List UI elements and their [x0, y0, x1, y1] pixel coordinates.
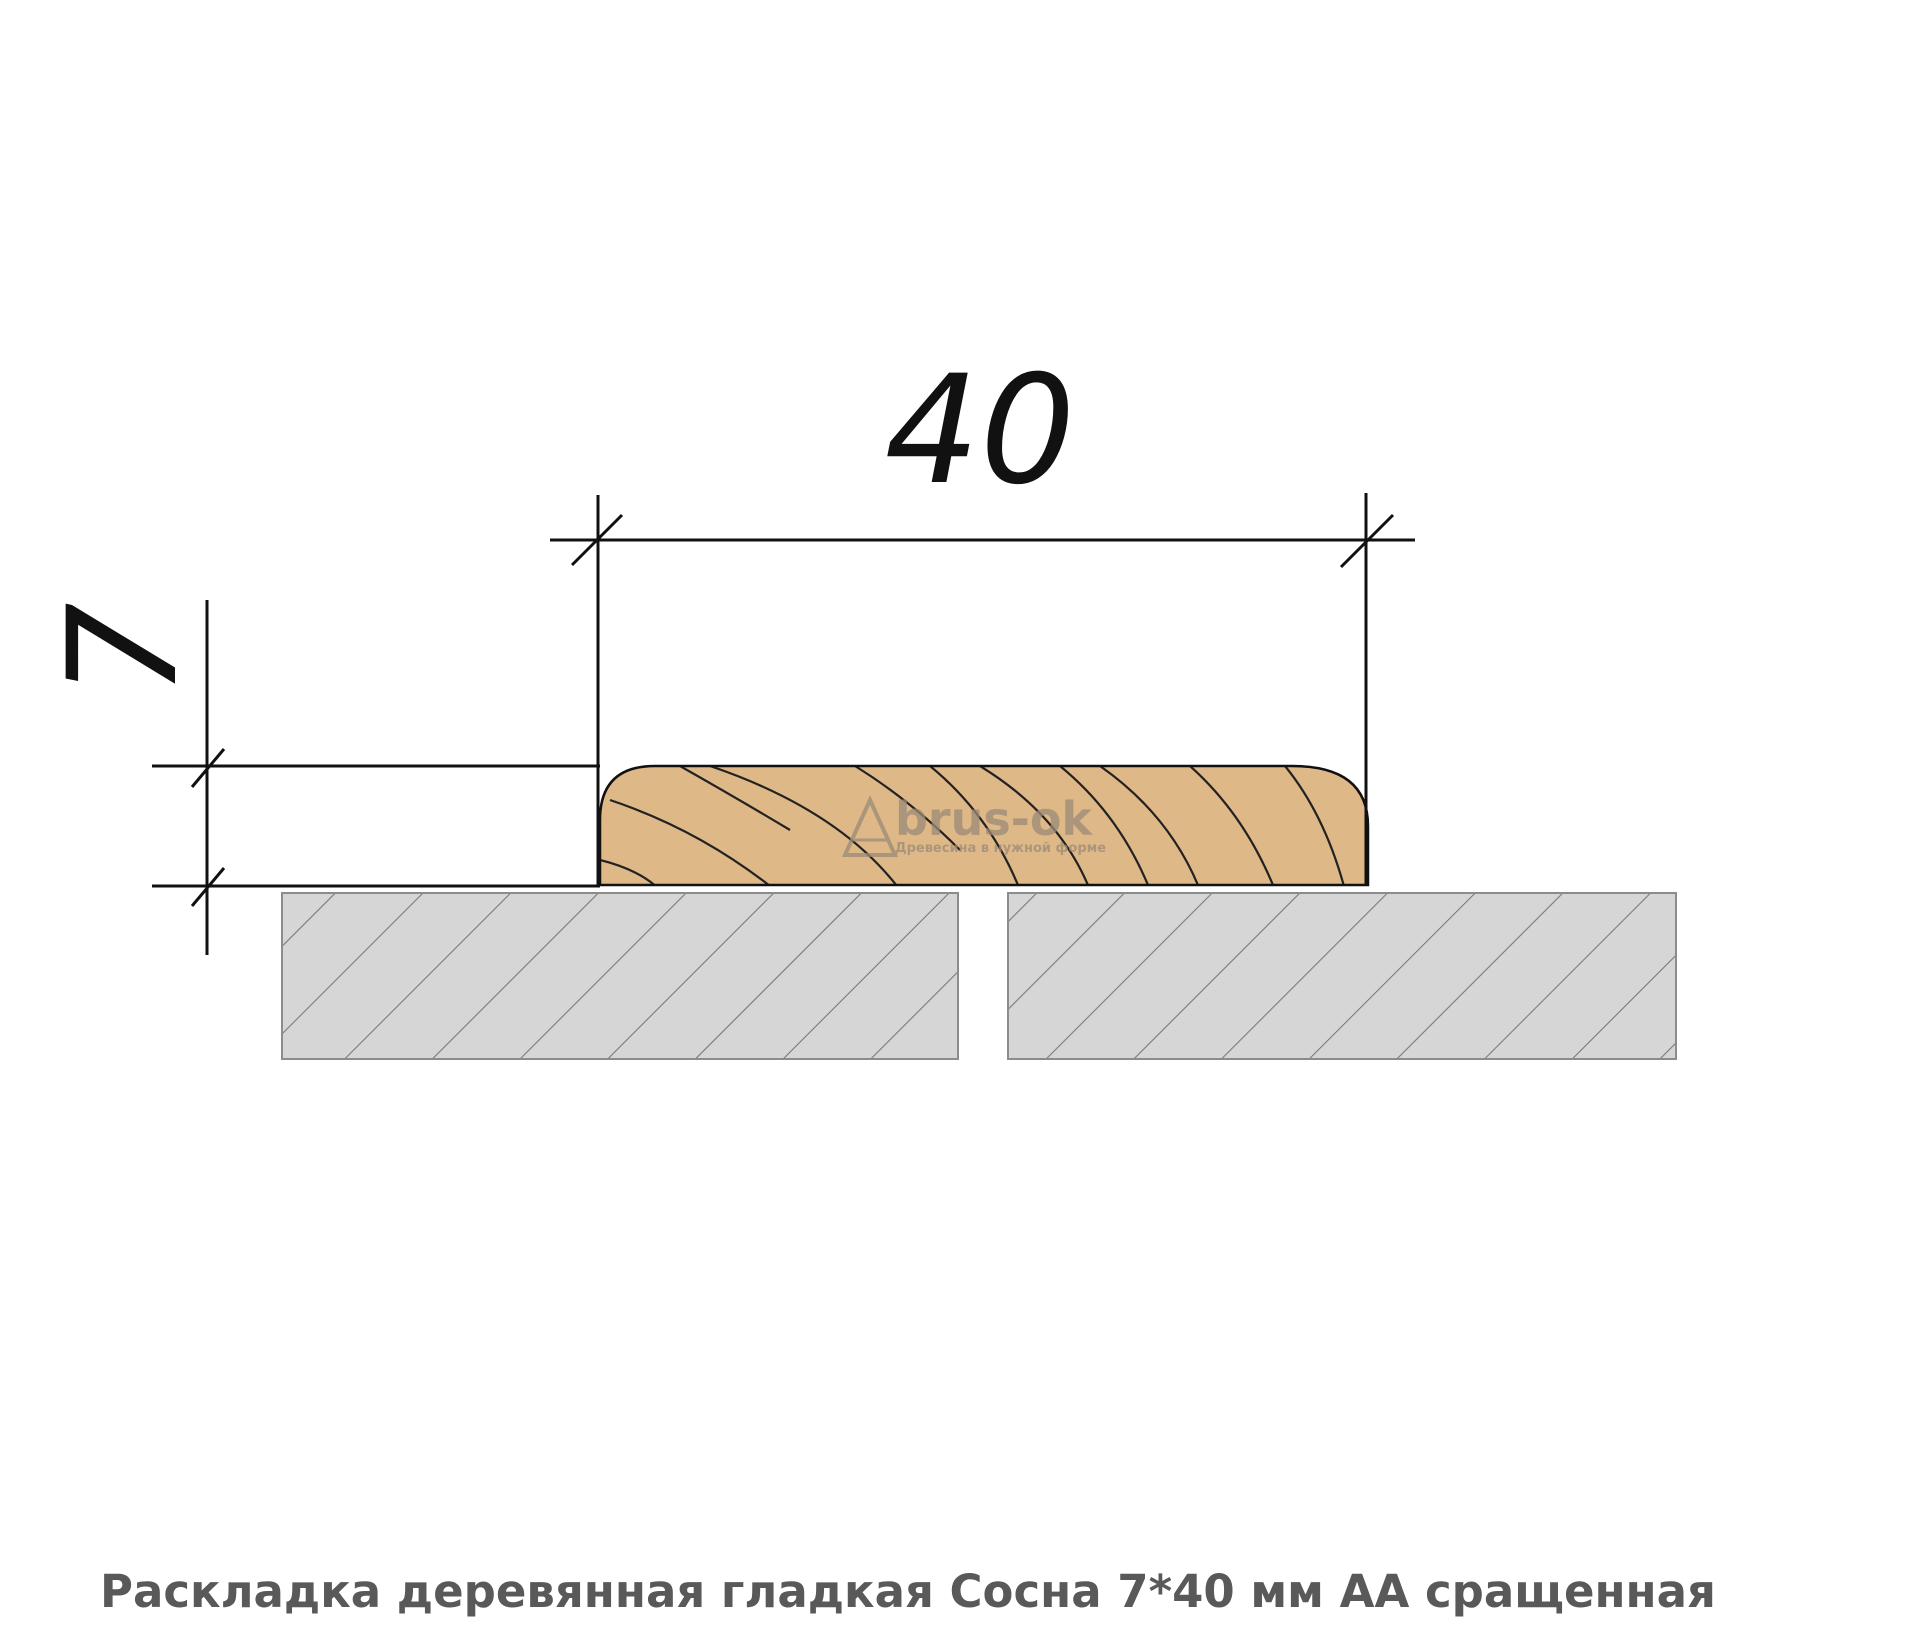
base-board-right: [1007, 892, 1677, 1060]
width-dimension-label: 40: [885, 344, 1076, 518]
watermark-brand: brus-ok: [895, 792, 1093, 846]
base-board-left: [281, 892, 959, 1060]
height-dimension-label: 7: [37, 602, 211, 697]
product-caption: Раскладка деревянная гладкая Сосна 7*40 …: [100, 1565, 1716, 1618]
width-dimension: [550, 493, 1415, 886]
height-dimension: [152, 600, 600, 955]
wood-strip-profile: [598, 764, 1370, 887]
brand-watermark: brus-ok Древесина в нужной форме: [841, 792, 1106, 857]
wood-grain: [600, 766, 1347, 885]
watermark-tagline: Древесина в нужной форме: [895, 841, 1106, 856]
watermark-logo: [841, 795, 899, 857]
